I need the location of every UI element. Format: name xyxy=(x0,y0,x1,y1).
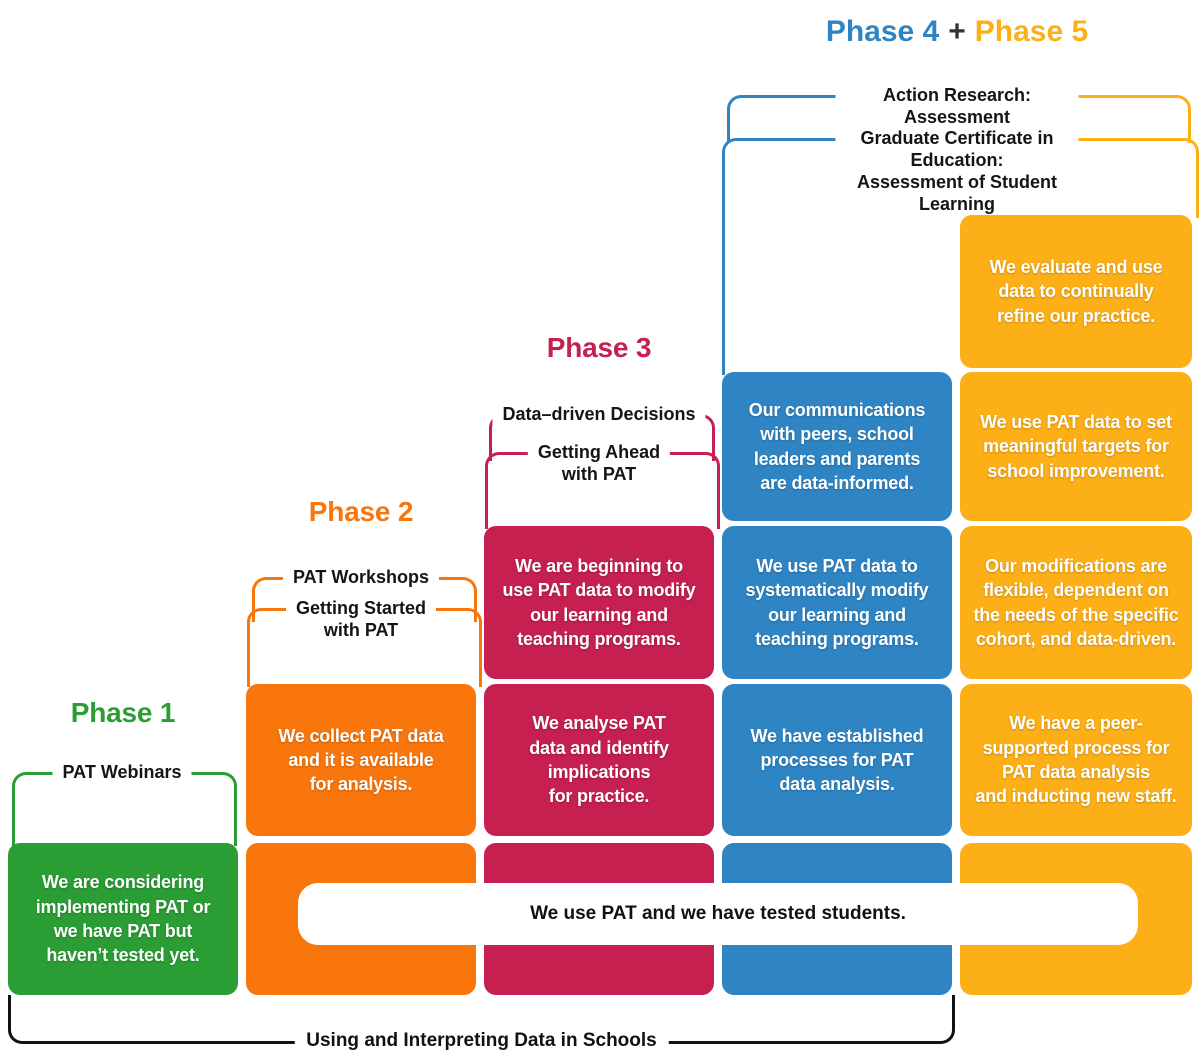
pat-webinars-label: PAT Webinars xyxy=(52,761,192,783)
action-research-label: Action Research: Assessment xyxy=(835,84,1079,128)
phase5-title-text: Phase 5 xyxy=(974,15,1089,48)
pat-webinars-bracket xyxy=(12,772,237,846)
data-driven-decisions-label: Data–driven Decisions xyxy=(492,403,706,425)
phase4-title-text: Phase 4 xyxy=(825,15,940,48)
bottom-scope-label: Using and Interpreting Data in Schools xyxy=(294,1030,669,1052)
phase4-phase5-title: Phase 4+Phase 5 xyxy=(722,13,1192,51)
shared-status-bar: We use PAT and we have tested students. xyxy=(298,883,1138,945)
phase5-block-evaluate: We evaluate and use data to continually … xyxy=(960,215,1192,368)
phase1-block-considering: We are considering implementing PAT or w… xyxy=(8,843,238,995)
phase5-block-peer-supported: We have a peer- supported process for PA… xyxy=(960,684,1192,836)
phase1-title: Phase 1 xyxy=(70,697,176,728)
phase5-block-targets: We use PAT data to set meaningful target… xyxy=(960,372,1192,521)
phase3-block-beginning: We are beginning to use PAT data to modi… xyxy=(484,526,714,679)
phase3-title: Phase 3 xyxy=(546,332,652,363)
phase5-block-modifications: Our modifications are flexible, dependen… xyxy=(960,526,1192,679)
bottom-scope-bracket: Using and Interpreting Data in Schools xyxy=(8,995,955,1052)
getting-started-label: Getting Started with PAT xyxy=(285,597,437,641)
phase4-block-systematically: We use PAT data to systematically modify… xyxy=(722,526,952,679)
plus-sign: + xyxy=(948,15,966,48)
phase2-block-collect-data: We collect PAT data and it is available … xyxy=(246,684,476,836)
getting-ahead-label: Getting Ahead with PAT xyxy=(527,441,671,485)
phase2-title: Phase 2 xyxy=(308,496,414,527)
phase4-block-established: We have established processes for PAT da… xyxy=(722,684,952,836)
graduate-certificate-label: Graduate Certificate in Education: Asses… xyxy=(835,127,1079,215)
phase4-block-communications: Our communications with peers, school le… xyxy=(722,372,952,521)
pat-workshops-label: PAT Workshops xyxy=(282,566,440,588)
phase3-block-analyse: We analyse PAT data and identify implica… xyxy=(484,684,714,836)
